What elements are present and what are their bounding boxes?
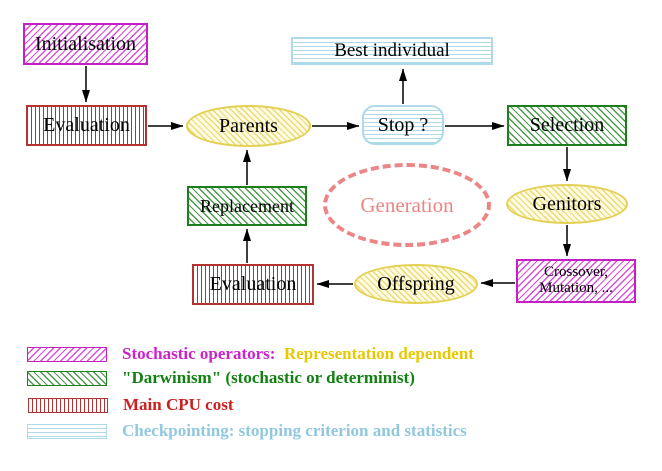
legend-row-main-cpu-cost: Main CPU cost [28,395,233,415]
node-genitors: Genitors [506,184,628,224]
legend-swatch-red-stripes [28,397,108,413]
node-best-individual: Best individual [291,37,493,65]
node-generation-label: Generation [360,192,454,217]
node-evaluation-bottom: Evaluation [192,264,314,305]
node-stop-label: Stop ? [377,113,429,136]
node-genitors-label: Genitors [532,192,602,215]
node-generation-loop: Generation [323,163,491,247]
node-selection-label: Selection [529,114,605,136]
legend-row-checkpointing: Checkpointing: stopping criterion and st… [27,421,467,441]
node-crossover-line1: Crossover, [544,264,608,281]
node-evaluation-bottom-label: Evaluation [209,273,297,295]
node-initialisation: Initialisation [23,23,148,65]
node-crossover-line2: Mutation, ... [539,280,613,296]
node-offspring: Offspring [354,264,478,304]
legend-row-darwinism: "Darwinism" (stochastic or determinist) [27,368,415,388]
legend-text-checkpointing: Checkpointing: stopping criterion and st… [122,421,467,440]
legend-swatch-cyan-stripes [27,423,107,439]
legend-text-darwinism: "Darwinism" (stochastic or determinist) [122,368,415,387]
legend-row-stochastic-operators: Stochastic operators: Representation dep… [27,344,474,364]
legend-swatch-magenta-hatch [27,346,107,362]
node-replacement: Replacement [187,186,307,226]
node-stop: Stop ? [362,105,444,145]
node-initialisation-label: Initialisation [34,32,137,55]
legend-text-representation-dependent: Representation dependent [283,344,474,363]
legend-text-main-cpu-cost: Main CPU cost [123,395,234,414]
node-evaluation-top: Evaluation [26,105,147,146]
node-replacement-label: Replacement [200,195,294,216]
node-selection: Selection [507,105,627,146]
node-crossover-mutation: Crossover, Mutation, ... [516,259,636,303]
legend-swatch-green-hatch [27,370,107,386]
legend-label-stochastic-operators: Stochastic operators: Representation dep… [122,344,474,364]
node-parents: Parents [186,105,311,147]
node-offspring-label: Offspring [377,272,455,295]
node-evaluation-top-label: Evaluation [43,114,130,136]
node-parents-label: Parents [219,114,278,137]
legend-text-stochastic-operators: Stochastic operators: [122,344,276,363]
node-best-individual-label: Best individual [334,40,450,62]
